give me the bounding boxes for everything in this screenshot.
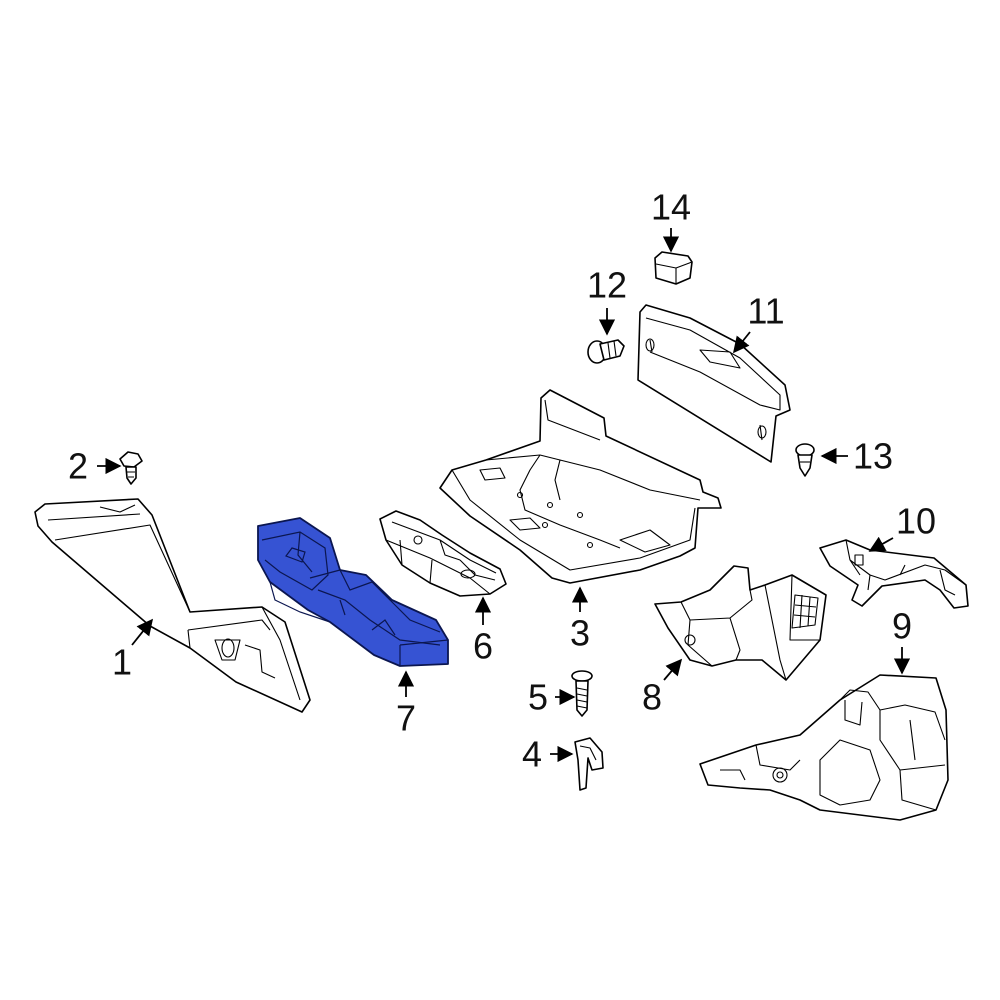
callout-arrow-8 bbox=[663, 658, 683, 681]
callout-label-13: 13 bbox=[853, 436, 893, 477]
callout-arrows bbox=[97, 228, 911, 763]
part-6-tray-insert[interactable] bbox=[379, 510, 507, 597]
part-11-rear-trim-panel[interactable] bbox=[637, 304, 791, 463]
callout-label-4: 4 bbox=[522, 734, 542, 775]
part-5-bolt[interactable] bbox=[571, 670, 593, 717]
callout-arrow-10 bbox=[868, 536, 894, 552]
callout-label-14: 14 bbox=[651, 187, 691, 228]
part-9-side-panel[interactable] bbox=[699, 674, 949, 821]
callout-label-8: 8 bbox=[642, 677, 662, 718]
part-4-retainer-clip[interactable] bbox=[574, 737, 604, 791]
callout-label-2: 2 bbox=[68, 446, 88, 487]
part-7-storage-tray[interactable] bbox=[257, 517, 449, 667]
callout-labels: 1 2 3 4 5 6 7 8 9 10 11 12 13 14 bbox=[68, 187, 936, 775]
part-2-push-clip[interactable] bbox=[119, 451, 143, 485]
callout-arrow-1 bbox=[131, 618, 154, 646]
callout-label-3: 3 bbox=[570, 613, 590, 654]
part-13-push-pin[interactable] bbox=[795, 443, 815, 477]
callout-label-7: 7 bbox=[396, 698, 416, 739]
part-14-block[interactable] bbox=[654, 251, 693, 285]
callout-label-12: 12 bbox=[587, 265, 627, 306]
part-10-bracket[interactable] bbox=[819, 539, 969, 609]
part-8-side-trim[interactable] bbox=[654, 565, 827, 681]
callout-label-6: 6 bbox=[473, 626, 493, 667]
part-1-side-trim[interactable] bbox=[34, 498, 311, 713]
part-3-floor-panel[interactable] bbox=[439, 389, 722, 584]
callout-label-9: 9 bbox=[892, 606, 912, 647]
part-12-clip[interactable] bbox=[587, 339, 625, 364]
callout-label-5: 5 bbox=[528, 677, 548, 718]
callout-label-10: 10 bbox=[896, 501, 936, 542]
callout-label-11: 11 bbox=[747, 291, 784, 332]
part-7-body bbox=[257, 517, 449, 667]
callout-label-1: 1 bbox=[112, 642, 132, 683]
callout-arrow-11 bbox=[732, 331, 751, 354]
